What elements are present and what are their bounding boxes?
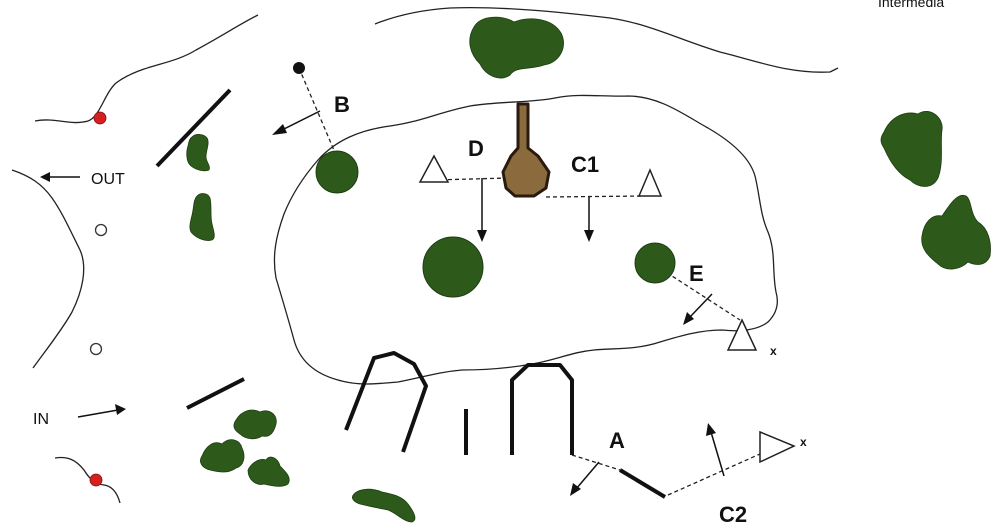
camera-triangle-c2: [759, 430, 796, 464]
fence-segment-upper-left: [155, 88, 232, 168]
feature-structure: [501, 102, 551, 198]
tree-upper-left: [315, 150, 359, 194]
left-upper-boundary: [34, 14, 259, 124]
fence-segment-lower-right: [618, 468, 667, 499]
bush-left-small-upper: [186, 134, 210, 172]
gate-structure-left: [344, 351, 428, 453]
sightline-c1: [545, 195, 646, 198]
arrow-out: [40, 172, 80, 182]
camera-triangle-c1: [637, 168, 663, 197]
label-c1: C1: [571, 152, 599, 177]
label-x-upper: x: [770, 344, 777, 358]
top-boundary: [374, 6, 839, 73]
left-middle-boundary: [11, 169, 85, 369]
post-dot: [293, 62, 305, 74]
arrow-d: [477, 178, 487, 242]
label-e: E: [689, 261, 704, 286]
sightline-c2: [667, 453, 761, 496]
label-d: D: [468, 136, 484, 161]
label-c2: C2: [719, 502, 747, 527]
label-in: IN: [33, 411, 49, 428]
label-a: A: [609, 428, 625, 453]
camera-triangle-d: [418, 154, 450, 183]
arrow-b: [272, 110, 321, 135]
bush-right-upper: [880, 111, 943, 187]
bush-left-small-lower: [189, 193, 215, 241]
arrow-c1: [584, 197, 594, 242]
open-circle-lower: [89, 342, 103, 356]
bush-bottom-cluster-1: [233, 409, 277, 440]
red-marker-upper: [93, 111, 107, 125]
tree-center-right: [634, 242, 676, 284]
label-out: OUT: [91, 171, 125, 188]
left-lower-boundary: [54, 456, 121, 504]
gate-structure-right: [510, 363, 574, 455]
camera-triangle-e: [726, 318, 758, 351]
diagram-title: Intermedia: [878, 0, 944, 10]
arrow-c2: [706, 423, 725, 477]
foliage: [186, 16, 991, 523]
fence-segment-lower-left: [186, 377, 245, 410]
bush-bottom-cluster-3: [247, 456, 290, 487]
label-b: B: [334, 92, 350, 117]
bush-bottom-center: [352, 488, 416, 523]
arrow-e: [683, 293, 713, 325]
bush-bottom-cluster-2: [200, 439, 245, 473]
arrow-in: [77, 404, 126, 418]
bush-top-center: [469, 16, 564, 79]
enclosure-boundary: [273, 94, 778, 385]
label-x-lower: x: [800, 435, 807, 449]
open-circle-upper: [94, 223, 108, 237]
red-marker-lower: [89, 473, 103, 487]
tree-center-left: [422, 236, 484, 298]
sightline-a: [571, 454, 621, 471]
arrow-a: [570, 461, 600, 496]
bush-right-lower: [921, 194, 991, 270]
sightline-d: [433, 177, 509, 181]
sightline-b: [298, 67, 337, 156]
